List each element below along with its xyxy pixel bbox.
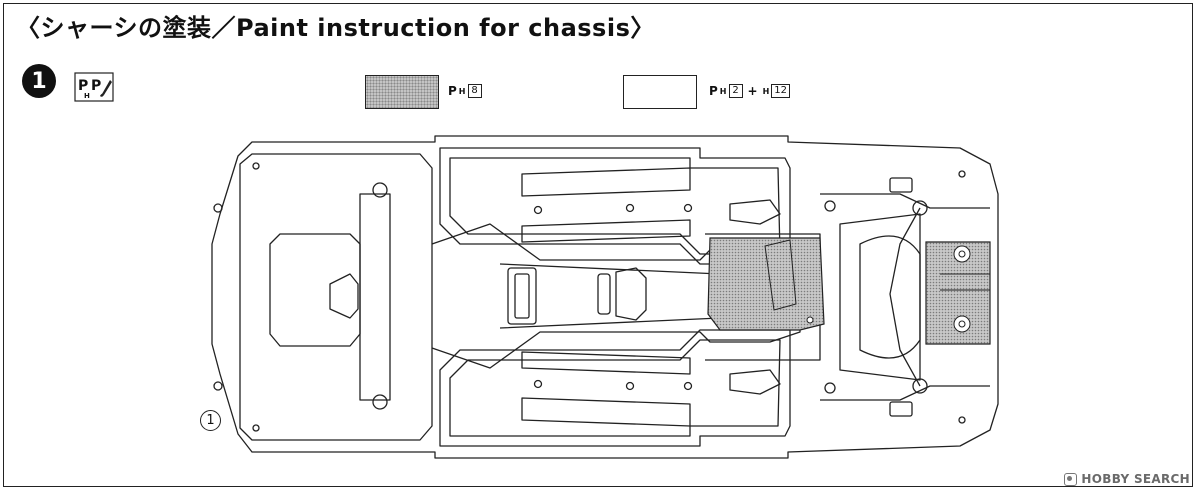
watermark-text: HOBBY SEARCH: [1081, 472, 1190, 486]
hobbysearch-logo-icon: [1064, 472, 1078, 486]
instruction-frame: [3, 3, 1193, 487]
paint-prefix: P: [709, 84, 718, 98]
svg-text:P: P: [91, 78, 101, 94]
paint-swatch-gray: [365, 75, 439, 109]
watermark: HOBBY SEARCH: [1064, 472, 1190, 486]
paint-swatch-white: [623, 75, 697, 109]
page-title: 〈シャーシの塗装／Paint instruction for chassis〉: [16, 14, 655, 42]
paint-instruction-icon: P H P: [74, 72, 114, 102]
svg-text:H: H: [84, 92, 90, 100]
paint-number: 8: [467, 84, 482, 98]
paint-prefix: P: [448, 84, 457, 98]
part-number-callout: 1: [200, 410, 221, 431]
paint-sub: H: [762, 86, 770, 96]
paint-number: 2: [728, 84, 743, 98]
paint-sub: H: [458, 86, 466, 96]
step-number-badge: 1: [22, 64, 56, 98]
plus-sign: +: [747, 84, 758, 98]
paint-sub: H: [719, 86, 727, 96]
chassis-diagram: [211, 135, 999, 459]
svg-text:P: P: [78, 78, 88, 94]
paint-number: 12: [771, 84, 790, 98]
